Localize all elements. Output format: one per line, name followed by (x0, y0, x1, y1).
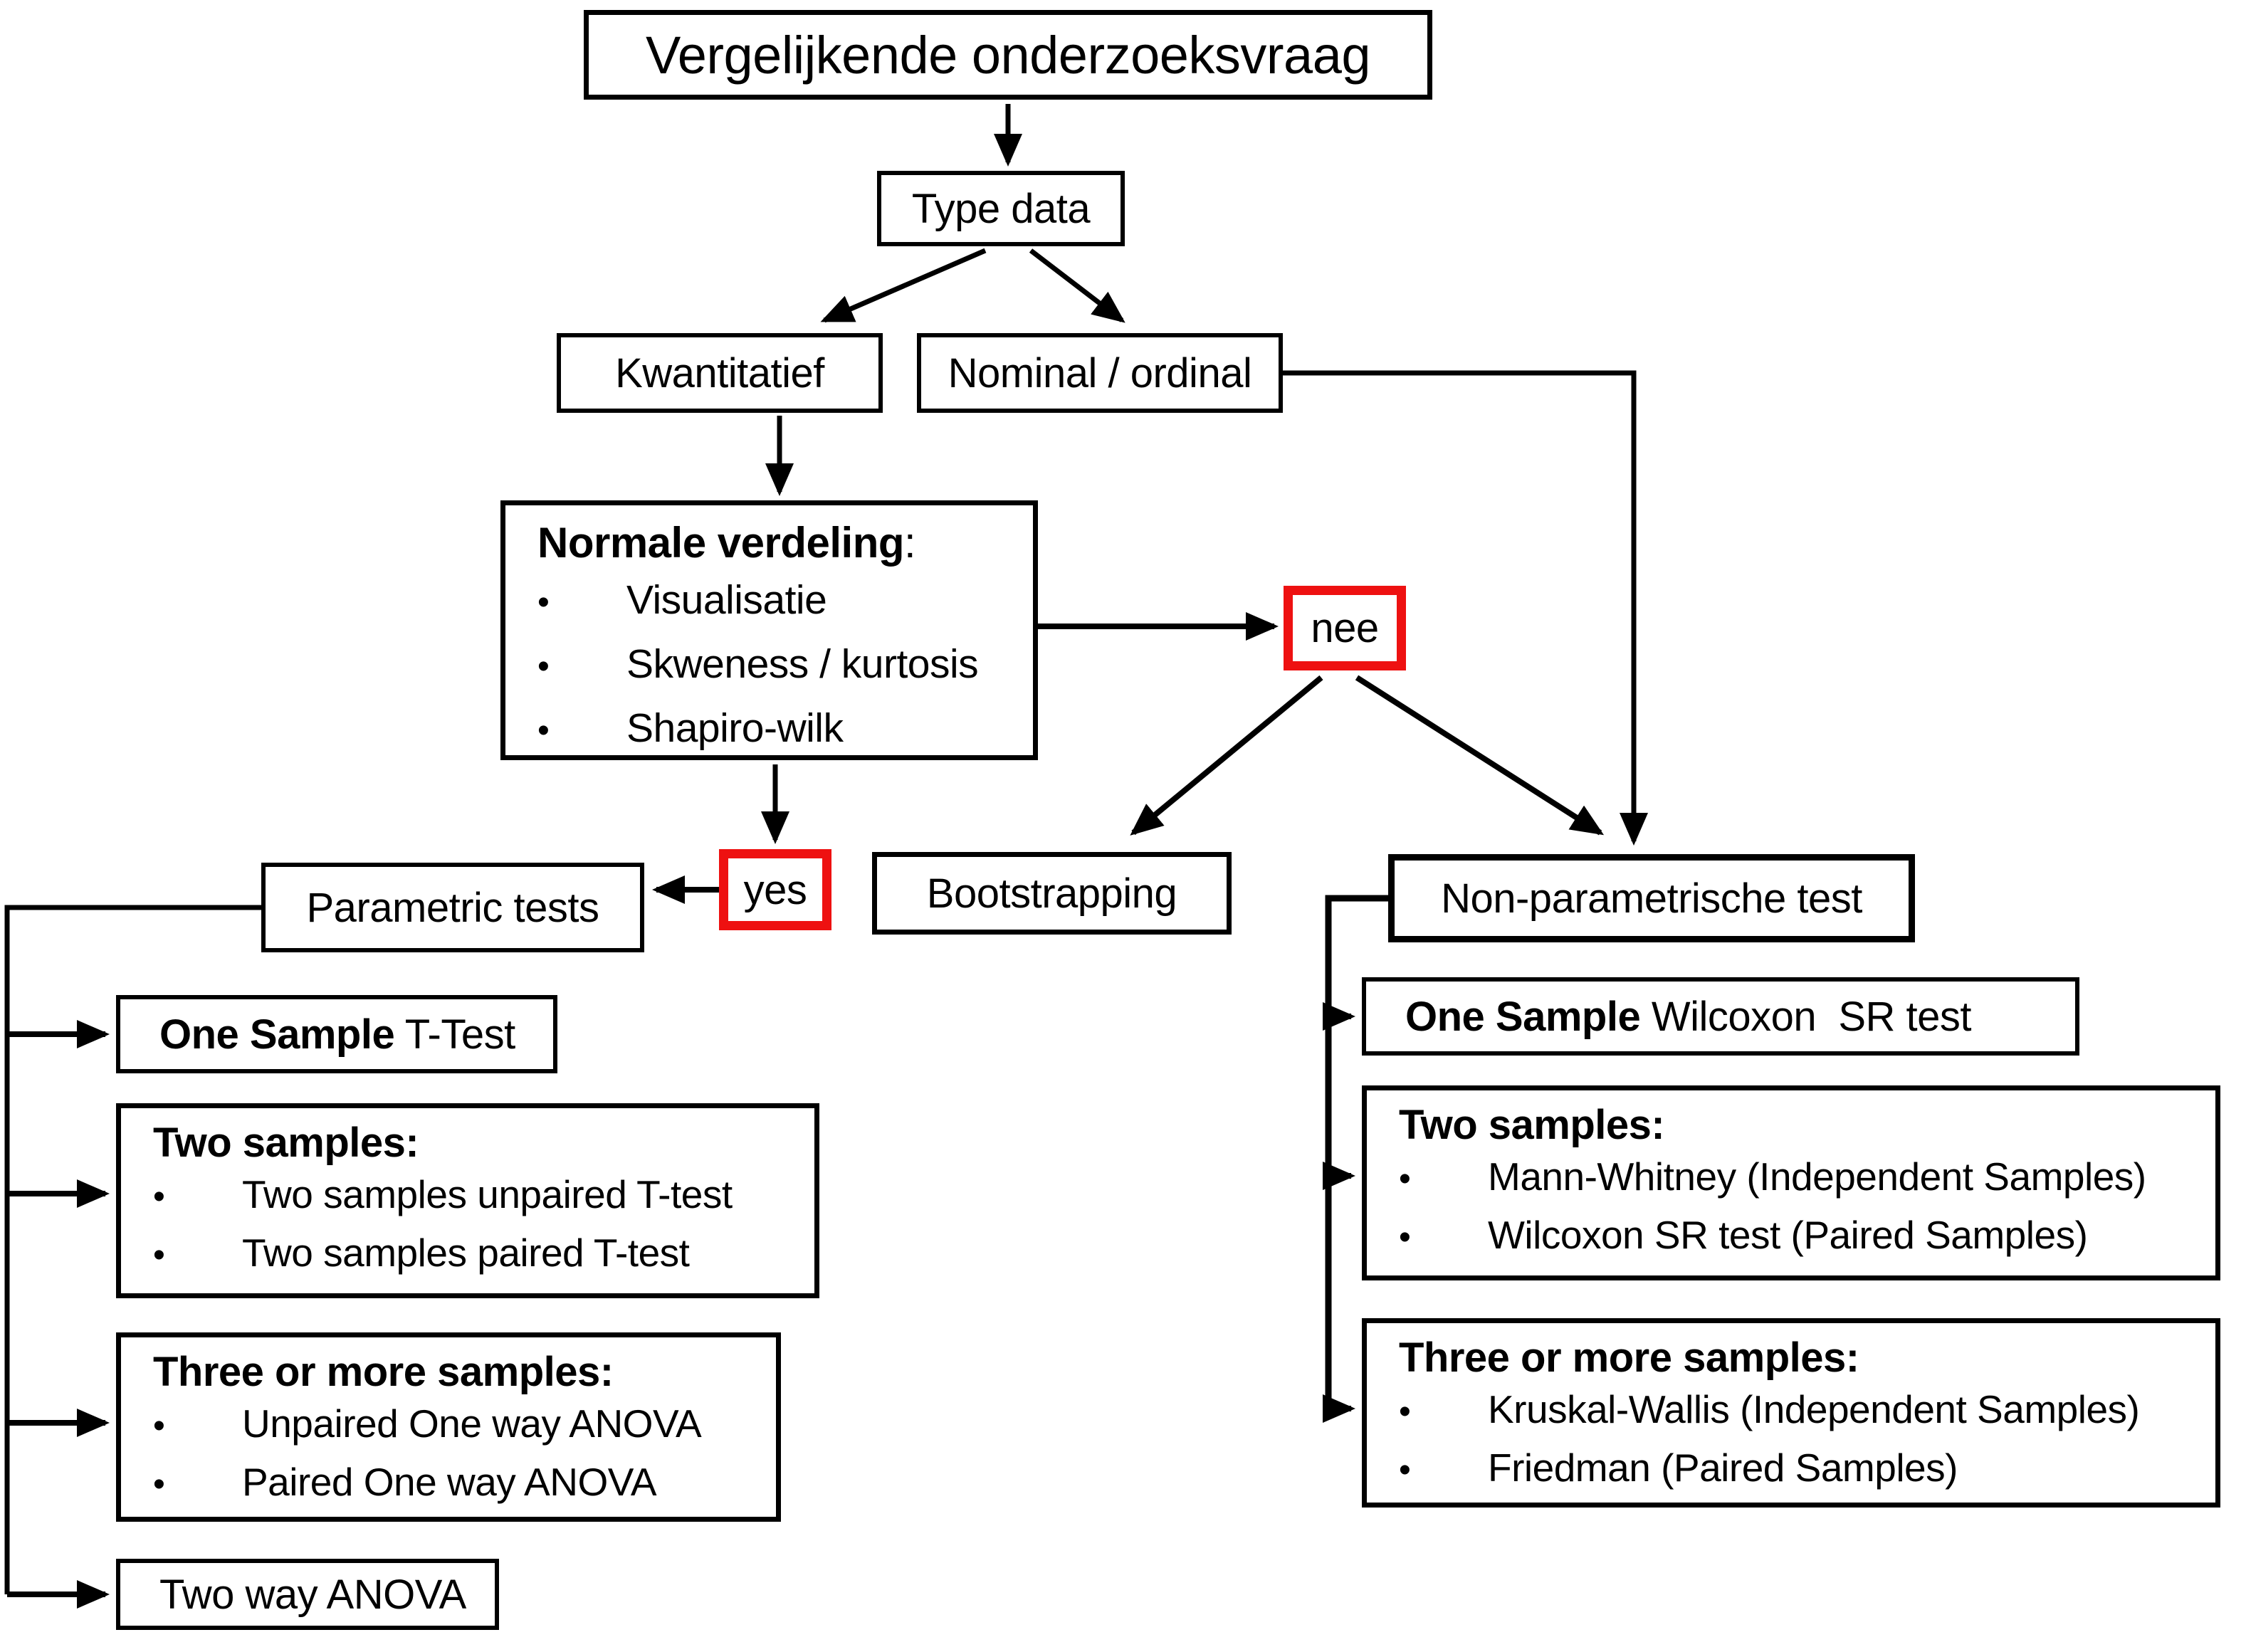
node-one-sample-wilcoxon: One Sample Wilcoxon SR test (1362, 977, 2079, 1056)
bootstrapping-label: Bootstrapping (926, 870, 1177, 917)
connector-nonparam-trunk (1325, 895, 1388, 1409)
bullet-paired-one-way-anova: • Paired One way ANOVA (153, 1454, 762, 1512)
node-kwantitatief: Kwantitatief (557, 333, 883, 413)
one-sample-t-test-label: One Sample T-Test (159, 1011, 515, 1058)
node-non-parametrische-test: Non-parametrische test (1388, 854, 1915, 942)
three-or-more-parametric-heading: Three or more samples: (153, 1349, 614, 1395)
bullet-icon: • (1399, 1393, 1411, 1431)
bullet-icon: • (1399, 1160, 1411, 1198)
arrow-nee-to-nonparam (1355, 675, 1605, 836)
parametric-tests-label: Parametric tests (306, 884, 600, 931)
bullet-icon: • (537, 712, 550, 749)
bullet-icon: • (1399, 1451, 1411, 1489)
normale-bullet-shapiro-wilk: • Shapiro-wilk (537, 698, 1019, 762)
normale-bullet-skweness-kurtosis: • Skweness / kurtosis (537, 633, 1019, 698)
bullet-kruskal-wallis: • Kruskal-Wallis (Independent Samples) (1399, 1382, 2201, 1440)
arrow-nee-to-bootstrapping (1130, 675, 1323, 836)
bullet-icon: • (153, 1407, 165, 1445)
bullet-icon: • (153, 1178, 165, 1216)
arrow-typedata-to-nominal (1029, 248, 1125, 323)
nominal-ordinal-label: Nominal / ordinal (948, 349, 1252, 396)
non-parametrische-test-label: Non-parametrische test (1441, 875, 1862, 922)
bullet-friedman: • Friedman (Paired Samples) (1399, 1440, 2201, 1498)
node-type-data: Type data (877, 171, 1125, 246)
type-data-label: Type data (911, 185, 1091, 232)
bullet-unpaired-one-way-anova: • Unpaired One way ANOVA (153, 1396, 762, 1454)
arrow-nominal-to-nonparam-elbow (1281, 370, 1648, 846)
node-parametric-tests: Parametric tests (261, 863, 644, 952)
bullet-icon: • (153, 1466, 165, 1503)
bullet-wilcoxon-sr-paired: • Wilcoxon SR test (Paired Samples) (1399, 1207, 2201, 1266)
two-way-anova-label: Two way ANOVA (159, 1571, 466, 1618)
two-samples-parametric-heading: Two samples: (153, 1120, 419, 1166)
node-three-or-more-nonparam: Three or more samples: • Kruskal-Wallis … (1362, 1318, 2220, 1508)
normale-verdeling-heading: Normale verdeling: (537, 519, 916, 567)
two-samples-nonparam-heading: Two samples: (1399, 1102, 1665, 1148)
node-nominal-ordinal: Nominal / ordinal (917, 333, 1283, 413)
title-label: Vergelijkende onderzoeksvraag (645, 25, 1371, 85)
one-sample-wilcoxon-label: One Sample Wilcoxon SR test (1405, 993, 1972, 1040)
node-two-samples-nonparam: Two samples: • Mann-Whitney (Independent… (1362, 1085, 2220, 1280)
three-or-more-nonparam-heading: Three or more samples: (1399, 1335, 1859, 1381)
node-title: Vergelijkende onderzoeksvraag (584, 10, 1432, 100)
bullet-icon: • (537, 584, 550, 621)
normale-bullet-visualisatie: • Visualisatie (537, 569, 1019, 633)
bullet-icon: • (537, 648, 550, 685)
bullet-icon: • (1399, 1219, 1411, 1256)
connector-parametric-trunk (4, 905, 261, 1594)
arrow-typedata-to-kwantitatief (820, 248, 987, 323)
node-nee: nee (1284, 586, 1406, 670)
kwantitatief-label: Kwantitatief (615, 349, 824, 396)
node-yes: yes (719, 849, 831, 930)
bullet-two-samples-paired-t-test: • Two samples paired T-test (153, 1225, 800, 1283)
bullet-two-samples-unpaired-t-test: • Two samples unpaired T-test (153, 1167, 800, 1225)
bullet-mann-whitney: • Mann-Whitney (Independent Samples) (1399, 1149, 2201, 1207)
node-one-sample-t-test: One Sample T-Test (116, 995, 557, 1073)
node-three-or-more-parametric: Three or more samples: • Unpaired One wa… (116, 1332, 781, 1522)
node-two-way-anova: Two way ANOVA (116, 1559, 499, 1630)
node-two-samples-parametric: Two samples: • Two samples unpaired T-te… (116, 1103, 819, 1298)
nee-label: nee (1311, 605, 1379, 651)
node-normale-verdeling: Normale verdeling: • Visualisatie • Skwe… (500, 500, 1038, 760)
yes-label: yes (743, 866, 807, 913)
node-bootstrapping: Bootstrapping (872, 852, 1232, 935)
bullet-icon: • (153, 1236, 165, 1274)
